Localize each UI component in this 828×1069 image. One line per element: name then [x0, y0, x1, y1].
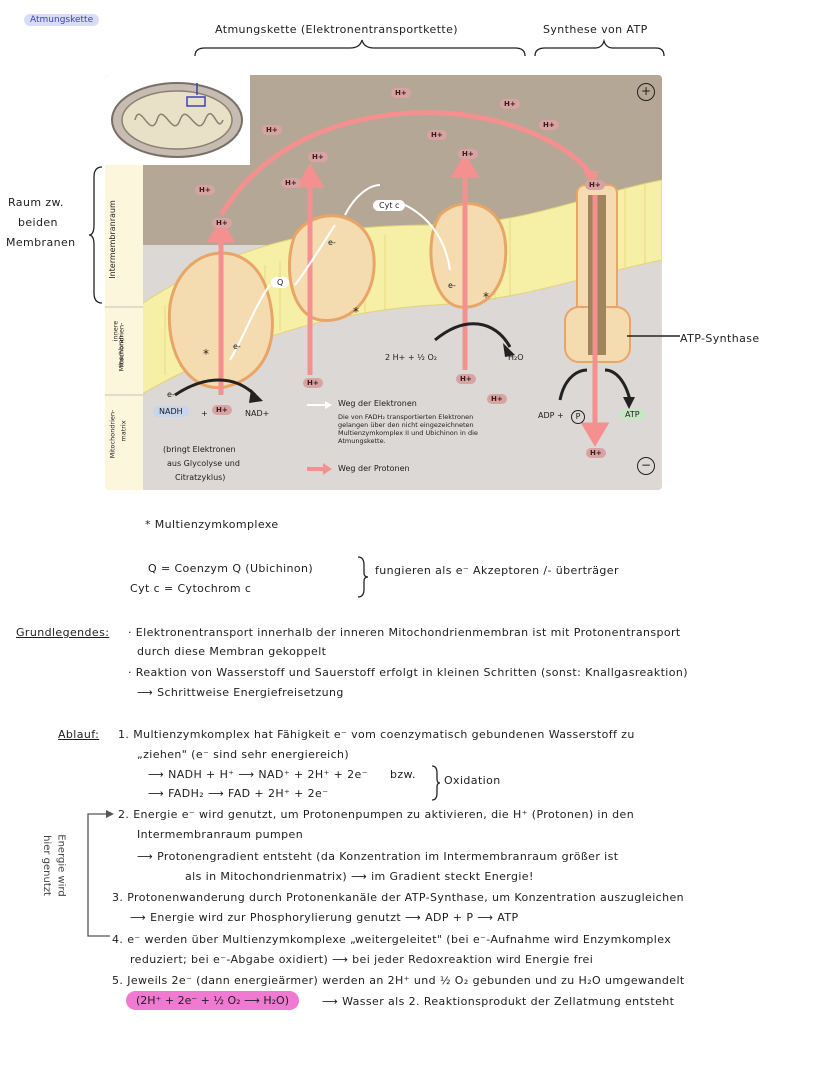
step-1d: ⟶ FADH₂ ⟶ FAD + 2H⁺ + 2e⁻ — [148, 787, 329, 800]
intermembrane-label: Intermembranraum — [107, 200, 117, 279]
energy-side-label-2: hier genutzt — [40, 835, 52, 896]
basics-line-2: durch diese Membran gekoppelt — [137, 645, 327, 658]
step-4b: reduziert; bei e⁻-Abgabe oxidiert) ⟶ bei… — [130, 953, 594, 966]
diagram-panel: Intermembranraum innere Mitochondrien- m… — [105, 75, 662, 490]
atp-product: ATP — [619, 409, 646, 420]
energy-bracket — [87, 810, 114, 937]
water-formula-highlight: (2H⁺ + 2e⁻ + ½ O₂ ⟶ H₂O) — [126, 991, 299, 1010]
legend-electrons: Weg der Elektronen — [338, 399, 417, 408]
h-plus-label: H+ — [195, 185, 215, 195]
atp-synthase-pointer — [627, 335, 680, 337]
step-5a: 5. Jeweils 2e⁻ (dann energieärmer) werde… — [112, 974, 685, 987]
step-1b: „ziehen" (e⁻ sind sehr energiereich) — [137, 748, 350, 761]
basics-line-3: · Reaktion von Wasserstoff und Sauerstof… — [128, 666, 688, 679]
brings-electrons-1: (bringt Elektronen — [163, 445, 236, 454]
h-plus-label: H+ — [458, 149, 478, 159]
space-label-2: beiden — [18, 216, 58, 229]
legend-fadh-1: Die von FADH₂ transportierten Elektronen — [338, 413, 474, 421]
basics-line-4: ⟶ Schrittweise Energiefreisetzung — [137, 686, 344, 699]
h-plus-label: H+ — [456, 374, 476, 384]
step-4a: 4. e⁻ werden über Multienzymkomplexe „we… — [112, 933, 672, 946]
electron-label: e- — [328, 238, 336, 247]
brings-electrons-3: Citratzyklus) — [175, 473, 226, 482]
h-plus-label: H+ — [212, 405, 232, 415]
h-plus-label: H+ — [585, 180, 605, 190]
q-label: Q — [271, 277, 290, 288]
multienzyme-note: * Multienzymkomplexe — [145, 518, 279, 531]
legend-fadh-4: Atmungskette. — [338, 437, 386, 445]
chain-header: Atmungskette (Elektronentransportkette) — [215, 23, 458, 36]
legend-arrows — [307, 401, 332, 475]
step-1a: 1. Multienzymkomplex hat Fähigkeit e⁻ vo… — [118, 728, 635, 741]
h-plus-label: H+ — [500, 99, 520, 109]
step-5b: ⟶ Wasser als 2. Reaktionsprodukt der Zel… — [322, 995, 675, 1008]
matrix-label-1: Mitochondrien- — [108, 409, 117, 459]
nadh-label: NADH — [153, 406, 189, 417]
oxidation-label: Oxidation — [444, 774, 501, 787]
matrix-label-2: matrix — [119, 420, 128, 442]
oxidation-brace — [431, 765, 441, 801]
plus-sign: + — [637, 83, 655, 101]
step-3a: 3. Protonenwanderung durch Protonenkanäl… — [112, 891, 685, 904]
legend-fadh-2: gelangen über den nicht eingezeichneten — [338, 421, 474, 429]
complex-star: * — [483, 290, 489, 304]
water-product: H₂O — [508, 353, 524, 362]
complex-star: * — [203, 347, 209, 361]
step-3b: ⟶ Energie wird zur Phosphorylierung genu… — [130, 911, 519, 924]
atp-header: Synthese von ATP — [543, 23, 648, 36]
electron-label: e- — [233, 342, 241, 351]
acceptor-note: fungieren als e⁻ Akzeptoren /- überträge… — [375, 564, 619, 577]
plus-label: + — [201, 409, 208, 418]
brings-electrons-2: aus Glycolyse und — [167, 459, 240, 468]
side-brace — [88, 166, 103, 304]
oxygen-reaction: 2 H+ + ½ O₂ — [385, 353, 437, 362]
step-2b: Intermembranraum pumpen — [137, 828, 304, 841]
legend-fadh-3: Multienzymkomplex II und Ubichinon in di… — [338, 429, 478, 437]
step-2d: als in Mitochondrienmatrix) ⟶ im Gradien… — [185, 870, 534, 883]
step-2a: 2. Energie e⁻ wird genutzt, um Protonenp… — [118, 808, 635, 821]
space-label-1: Raum zw. — [8, 196, 64, 209]
step-1c: ⟶ NADH + H⁺ ⟶ NAD⁺ + 2H⁺ + 2e⁻ — [148, 768, 368, 781]
energy-side-label-1: Energie wird — [55, 834, 67, 897]
step-1c-bzw: bzw. — [390, 768, 416, 781]
minus-sign: − — [637, 457, 655, 475]
legend-protons: Weg der Protonen — [338, 464, 410, 473]
membrane-drawing — [105, 75, 662, 490]
definitions-brace — [357, 556, 369, 598]
adp-label: ADP + — [538, 411, 564, 420]
space-label-3: Membranen — [6, 236, 76, 249]
nad-plus-label: NAD+ — [245, 409, 270, 418]
h-plus-label: H+ — [427, 130, 447, 140]
h-plus-label: H+ — [391, 88, 411, 98]
step-2c: ⟶ Protonengradient entsteht (da Konzentr… — [137, 850, 619, 863]
h-plus-label: H+ — [586, 448, 606, 458]
h-plus-label: H+ — [539, 120, 559, 130]
h-plus-label: H+ — [308, 152, 328, 162]
h-plus-label: H+ — [303, 378, 323, 388]
electron-label: e- — [448, 281, 456, 290]
inner-membrane-label-3: membran — [116, 335, 125, 367]
header-braces — [194, 38, 665, 57]
basics-label: Grundlegendes: — [16, 626, 110, 639]
process-label: Ablauf: — [58, 728, 100, 741]
cytc-definition: Cyt c = Cytochrom c — [130, 582, 252, 595]
cytc-label: Cyt c — [373, 200, 406, 211]
h-plus-label: H+ — [487, 394, 507, 404]
q-definition: Q = Coenzym Q (Ubichinon) — [148, 562, 314, 575]
atp-synthase-label: ATP-Synthase — [680, 332, 760, 345]
electron-label: e- — [167, 390, 175, 399]
h-plus-label: H+ — [262, 125, 282, 135]
title-tag: Atmungskette — [24, 14, 100, 26]
h-plus-label: H+ — [281, 178, 301, 188]
h-plus-label: H+ — [212, 218, 232, 228]
basics-line-1: · Elektronentransport innerhalb der inne… — [128, 626, 681, 639]
complex-star: * — [353, 305, 359, 319]
phosphate-label: P — [571, 410, 585, 424]
